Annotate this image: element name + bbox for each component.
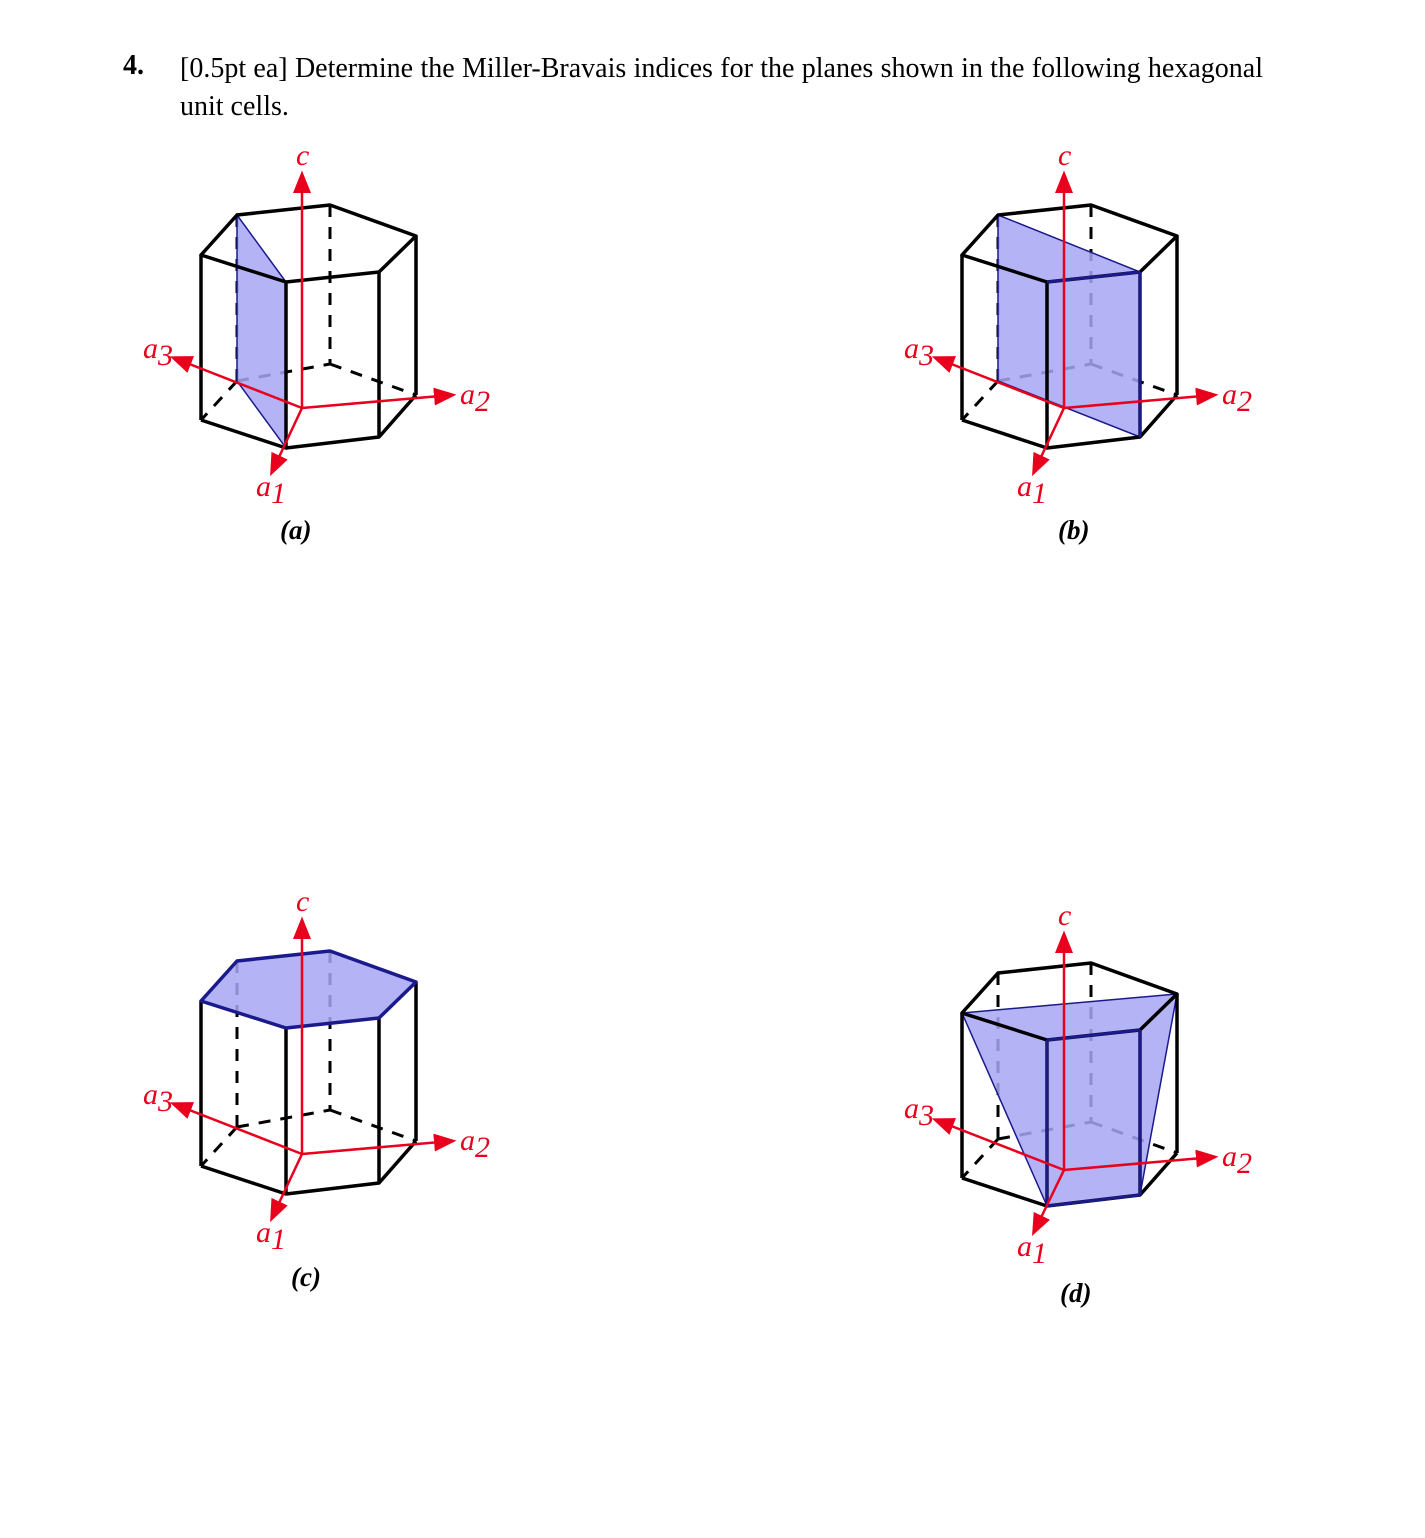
question-text: [0.5pt ea] Determine the Miller-Bravais … — [180, 53, 1263, 122]
axis-label-a3: a3 — [143, 1078, 173, 1118]
visible-edges — [199, 203, 418, 450]
axis-label-a2: a2 — [460, 378, 490, 418]
axis-label-a3: a3 — [904, 1092, 934, 1132]
question-number: 4. — [123, 50, 144, 81]
axes — [169, 170, 457, 477]
axis-label-a2: a2 — [1222, 1140, 1252, 1180]
figure-a: c a2 a1 a3 — [143, 139, 490, 510]
plane-shade — [236, 212, 287, 451]
caption-b: (b) — [1058, 515, 1090, 545]
caption-c: (c) — [291, 1262, 321, 1292]
caption-d: (d) — [1060, 1278, 1092, 1308]
axis-label-c: c — [296, 139, 309, 172]
axes — [931, 930, 1219, 1237]
figure-c: c a2 a1 a3 — [143, 885, 490, 1256]
axis-label-a2: a2 — [1222, 378, 1252, 418]
axis-label-a2: a2 — [460, 1124, 490, 1164]
visible-edges — [199, 982, 418, 1196]
plane-shade — [201, 951, 416, 1028]
axis-label-a1: a1 — [1017, 470, 1047, 510]
hidden-edges — [199, 205, 417, 422]
axis-label-c: c — [1058, 899, 1071, 932]
axis-label-a3: a3 — [904, 332, 934, 372]
axis-label-c: c — [1058, 139, 1071, 172]
axis-label-a3: a3 — [143, 332, 173, 372]
axis-label-a1: a1 — [256, 470, 286, 510]
axis-label-a1: a1 — [1017, 1230, 1047, 1270]
axis-label-a1: a1 — [256, 1216, 286, 1256]
caption-a: (a) — [280, 515, 312, 545]
figure-b: c a2 a1 a3 — [904, 139, 1252, 510]
axes — [169, 916, 457, 1223]
figure-d: c a2 a1 a3 — [904, 899, 1252, 1270]
axes — [931, 170, 1219, 477]
axis-label-c: c — [296, 885, 309, 918]
